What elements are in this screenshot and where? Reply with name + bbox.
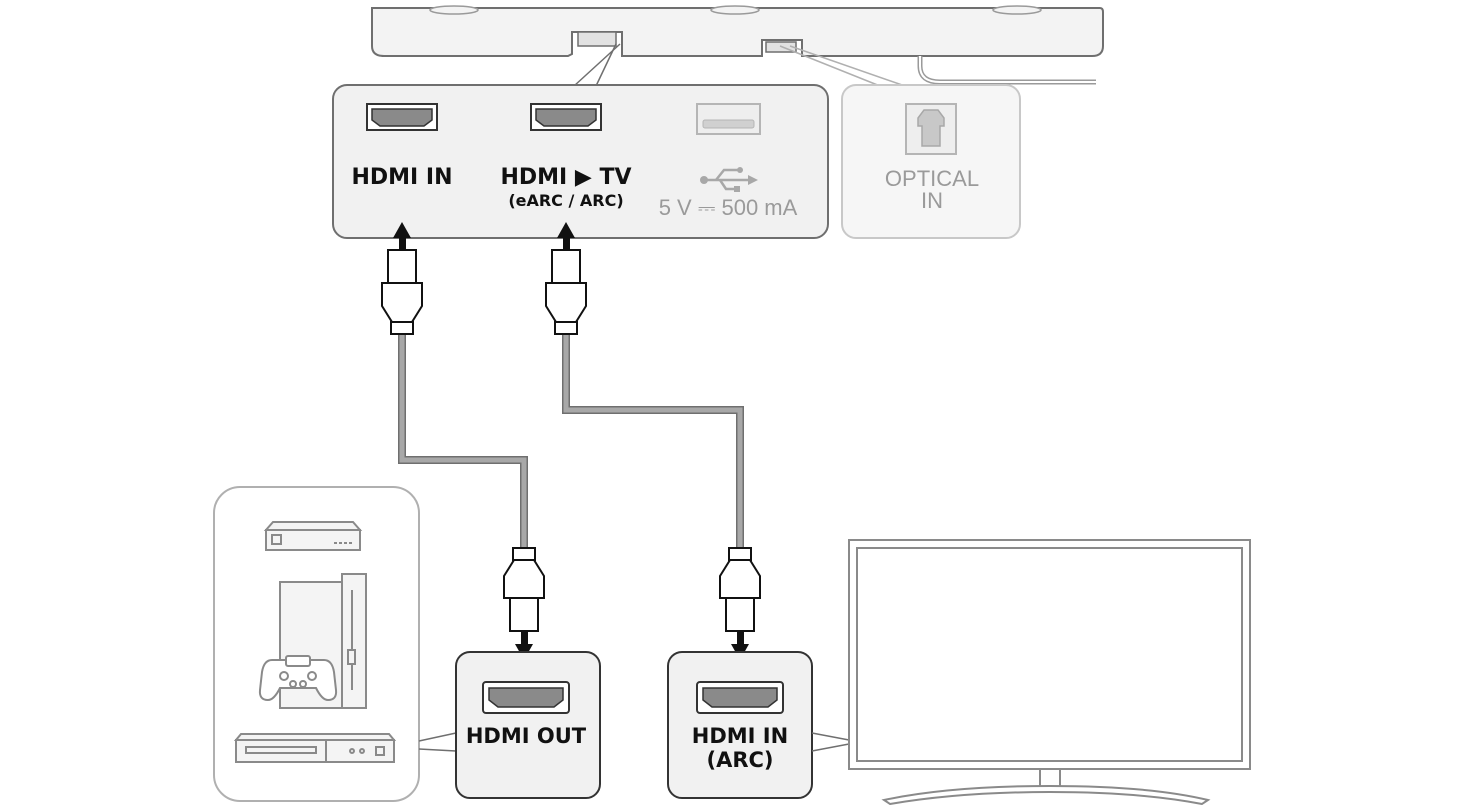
leader-line xyxy=(811,743,850,752)
hdmi-out-label: HDMI OUT xyxy=(466,724,587,748)
hdmi-cable-tv xyxy=(562,334,744,548)
tv-arc-label: (ARC) xyxy=(706,748,773,772)
hdmi-plug-icon xyxy=(381,249,423,335)
leader-line xyxy=(811,732,850,741)
hdmi-port-icon xyxy=(696,681,784,714)
optical-label-line2: IN xyxy=(921,188,943,213)
hdmi-in-label: HDMI IN xyxy=(351,165,452,190)
hdmi-port-icon xyxy=(482,681,570,714)
up-arrow-icon xyxy=(393,222,411,250)
hdmi-plug-icon xyxy=(719,547,761,632)
leader-line xyxy=(418,748,457,752)
hdmi-plug-icon xyxy=(545,249,587,335)
blu-ray-player-icon xyxy=(233,733,397,763)
gamepad-icon xyxy=(258,655,338,702)
hdmi-cable-device xyxy=(398,334,528,548)
usb-symbol-icon xyxy=(700,167,758,192)
soundbar-port-panel: HDMI IN HDMI ▶ TV (eARC / ARC) 5 V ⎓ 500… xyxy=(332,84,829,239)
tv-hdmi-in-arc-port-panel: HDMI IN (ARC) xyxy=(667,651,850,799)
leader-line xyxy=(418,732,457,742)
tv-icon xyxy=(848,539,1251,806)
hdmi-port-icon xyxy=(530,103,602,131)
optical-label-line1: OPTICAL xyxy=(885,166,979,191)
earc-arc-label: (eARC / ARC) xyxy=(508,191,623,210)
usb-port-icon xyxy=(696,103,761,135)
leader-line xyxy=(789,45,906,87)
hdmi-port-icon xyxy=(366,103,438,131)
external-devices-panel xyxy=(213,486,457,802)
hdmi-plug-icon xyxy=(503,547,545,632)
usb-power-label: 5 V ⎓ 500 mA xyxy=(659,195,798,220)
leader-line xyxy=(779,45,881,87)
set-top-box-icon xyxy=(263,521,363,551)
optical-port-icon xyxy=(905,103,957,155)
soundbar xyxy=(371,5,1104,87)
optical-in-panel: OPTICAL IN xyxy=(841,84,1021,239)
hdmi-tv-label: HDMI ▶ TV xyxy=(500,165,631,190)
leader-line xyxy=(595,43,617,87)
up-arrow-icon xyxy=(557,222,575,250)
tv-hdmi-in-label: HDMI IN xyxy=(692,724,788,748)
hdmi-out-port-panel: HDMI OUT xyxy=(455,651,601,799)
